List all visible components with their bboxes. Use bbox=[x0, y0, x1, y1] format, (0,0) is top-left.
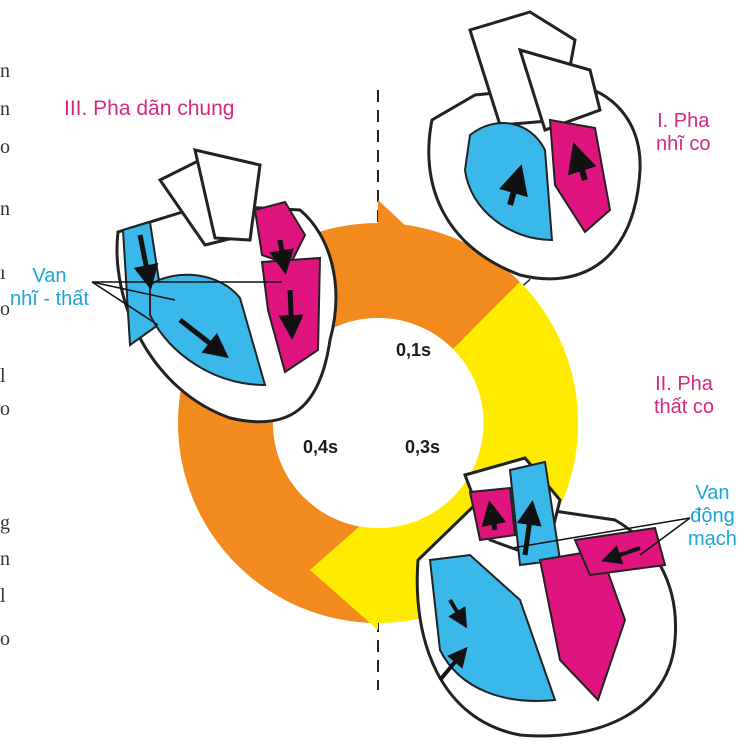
edge-glyph: l bbox=[0, 585, 6, 608]
semilunar-valve-label-line3: mạch bbox=[688, 528, 737, 551]
duration-phase-3: 0,4s bbox=[303, 437, 338, 458]
semilunar-valve-label-line2: động bbox=[688, 505, 737, 528]
edge-glyph: o bbox=[0, 298, 10, 321]
edge-glyph: o bbox=[0, 398, 10, 421]
phase-2-title-line1: II. Pha bbox=[654, 373, 714, 396]
edge-glyph: n bbox=[0, 60, 10, 83]
edge-glyph: o bbox=[0, 136, 10, 159]
phase-3-title: III. Pha dãn chung bbox=[64, 97, 234, 121]
av-valve-label: Van nhĩ - thất bbox=[10, 265, 89, 311]
phase-1-title-line2: nhĩ co bbox=[656, 133, 710, 156]
phase-1-title-line1: I. Pha bbox=[656, 110, 710, 133]
av-valve-label-line1: Van bbox=[10, 265, 89, 288]
phase-1-title: I. Pha nhĩ co bbox=[656, 110, 710, 156]
heart-diastole bbox=[117, 150, 336, 422]
edge-glyph: o bbox=[0, 628, 10, 651]
heart-atrial-systole bbox=[429, 12, 640, 279]
edge-glyph: n bbox=[0, 98, 10, 121]
flow-arrow bbox=[290, 290, 292, 335]
edge-glyph: ı bbox=[0, 262, 6, 285]
edge-glyph: n bbox=[0, 198, 10, 221]
duration-phase-2: 0,3s bbox=[405, 437, 440, 458]
edge-glyph: n bbox=[0, 548, 10, 571]
av-valve-label-line2: nhĩ - thất bbox=[10, 288, 89, 311]
edge-glyph: g bbox=[0, 512, 10, 535]
duration-phase-1: 0,1s bbox=[396, 340, 431, 361]
semilunar-valve-label: Van động mạch bbox=[688, 482, 737, 551]
phase-2-title-line2: thất co bbox=[654, 396, 714, 419]
semilunar-valve-label-line1: Van bbox=[688, 482, 737, 505]
phase-2-title: II. Pha thất co bbox=[654, 373, 714, 419]
edge-glyph: l bbox=[0, 365, 6, 388]
